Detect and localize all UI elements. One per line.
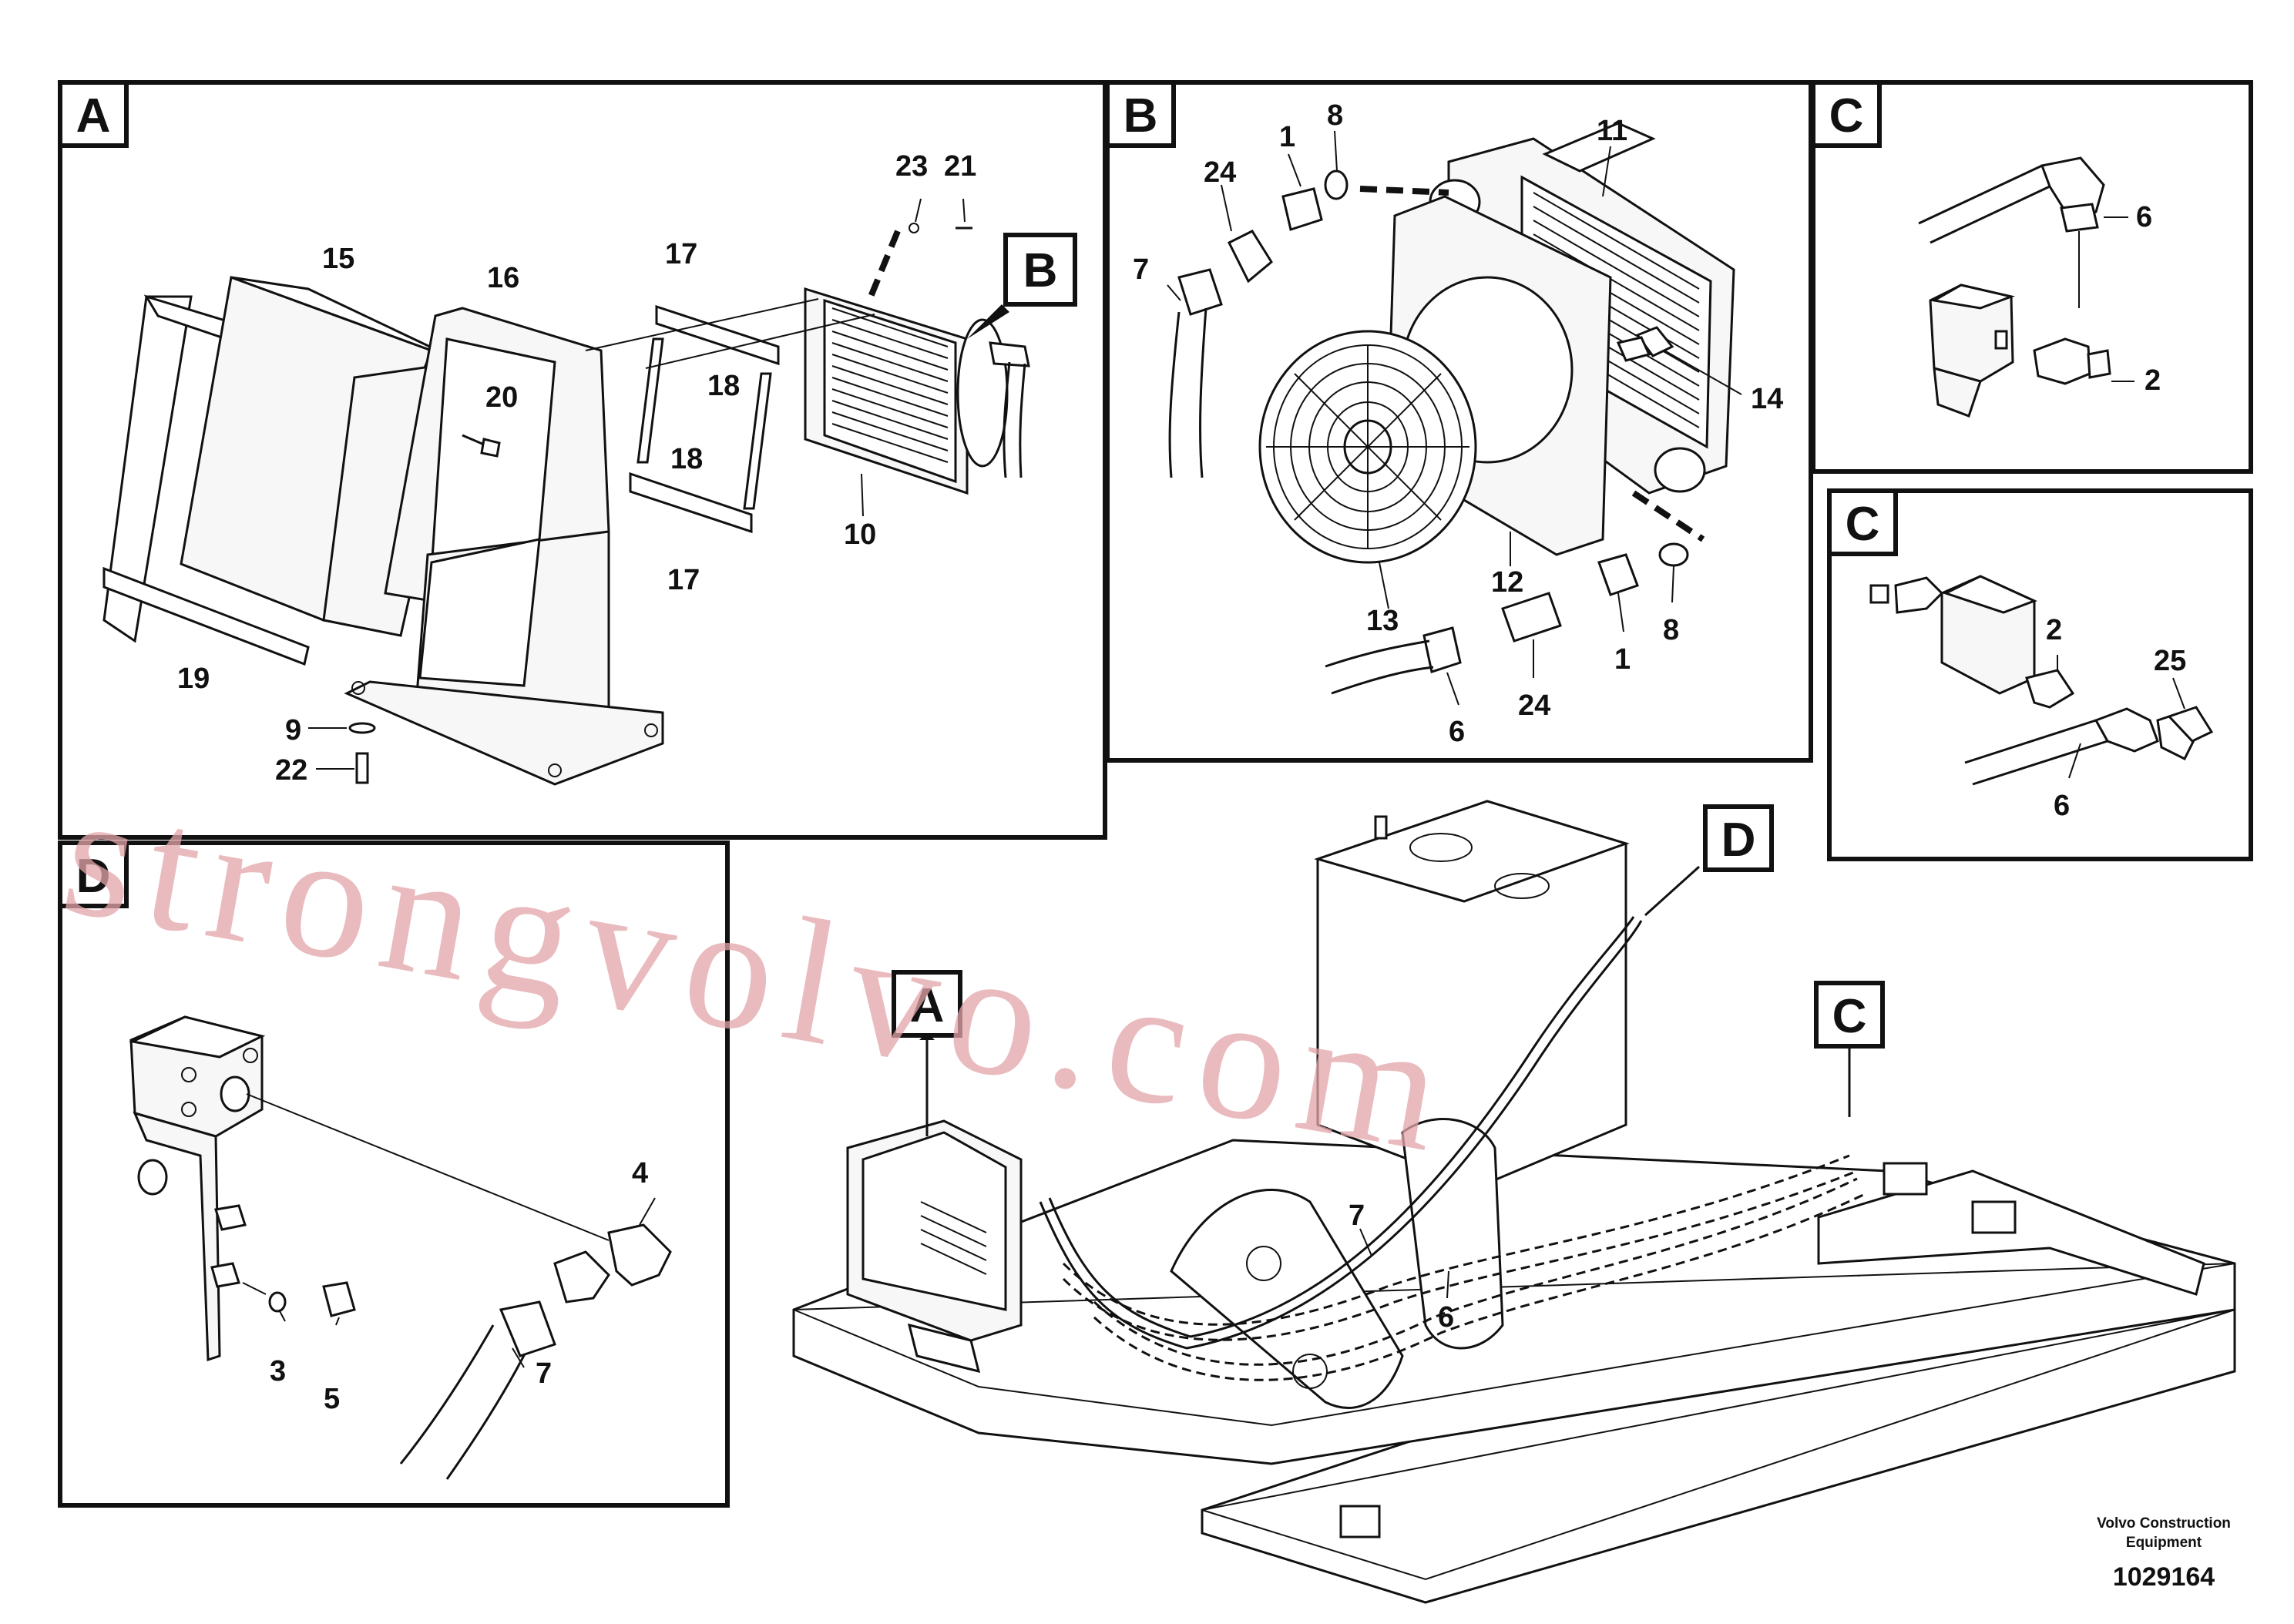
callout-21: 21: [944, 150, 976, 183]
overview-badge-d: D: [1644, 804, 1774, 917]
svg-text:C: C: [1829, 89, 1864, 143]
callout-23: 23: [895, 150, 928, 183]
callout-10: 10: [844, 518, 876, 551]
panel-d-drawing: [129, 1015, 672, 1480]
overview-badge-c: C: [1814, 981, 1885, 1117]
callout-3: 3: [270, 1355, 286, 1387]
callout-14: 14: [1751, 383, 1783, 415]
callout-11: 11: [1597, 115, 1627, 147]
callout-19: 19: [177, 663, 210, 695]
svg-text:C: C: [1832, 990, 1867, 1043]
document-number: 1029164: [2113, 1562, 2215, 1592]
panel-a-drawing: [102, 198, 1030, 786]
panel-c-bottom-frame: [1827, 488, 2253, 861]
footer-line-2: Equipment: [2126, 1535, 2202, 1551]
callout-2-c-bottom: 2: [2046, 614, 2062, 646]
callout-4: 4: [632, 1157, 648, 1189]
svg-text:A: A: [910, 979, 945, 1032]
svg-text:D: D: [1721, 814, 1756, 867]
panel-c-bottom-drawing: [1869, 575, 2214, 786]
watermark-text: strongvolvo.com: [51, 753, 1468, 1191]
panel-b-callout-labels: 1 8 11 24 7 14 13 12 1 8 24 6: [1133, 99, 1783, 748]
callout-7-overview: 7: [1349, 1200, 1365, 1232]
footer-line-1: Volvo Construction: [2097, 1515, 2231, 1532]
panel-c-bottom-callout-labels: 2 25 6: [2046, 614, 2186, 822]
svg-text:C: C: [1846, 498, 1880, 551]
svg-text:D: D: [76, 850, 111, 903]
panel-c-top-drawing: [1918, 156, 2134, 418]
panel-c-top-frame: [1811, 80, 2253, 474]
overview-callout-labels: 7 6: [1349, 1200, 1454, 1334]
callout-24-top: 24: [1204, 156, 1236, 189]
callout-8-top: 8: [1327, 99, 1343, 132]
callout-18-bottom: 18: [670, 443, 703, 475]
callout-6: 6: [1449, 716, 1465, 748]
panel-a-callout-labels: 15 16 17 17 18 18 19 20 21 23 10 9 22: [177, 150, 976, 787]
callout-17-bottom: 17: [667, 564, 700, 596]
panel-d-frame: [58, 841, 730, 1508]
overview-assembly-drawing: [792, 800, 2236, 1604]
panel-c-top-badge: C: [1811, 80, 1882, 148]
callout-20: 20: [485, 381, 518, 414]
callout-6-overview: 6: [1438, 1301, 1454, 1334]
panel-c-bottom-badge: C: [1827, 488, 1898, 556]
callout-6-c-bottom: 6: [2054, 790, 2070, 822]
callout-8-bottom: 8: [1663, 614, 1679, 646]
callout-17-top: 17: [665, 238, 697, 270]
panel-c-top-callout-labels: 6 2: [2136, 201, 2161, 397]
panel-a-badge: A: [58, 80, 129, 148]
svg-text:A: A: [76, 89, 111, 143]
callout-25: 25: [2154, 645, 2186, 677]
callout-1-top: 1: [1279, 121, 1295, 153]
panel-a-detail-b-badge: B: [967, 233, 1077, 339]
callout-22: 22: [275, 754, 307, 787]
panel-b-drawing: [1167, 122, 1742, 706]
svg-text:B: B: [1023, 244, 1058, 297]
callout-18-top: 18: [707, 370, 740, 402]
callout-9: 9: [285, 714, 301, 747]
callout-1-bottom: 1: [1614, 643, 1631, 676]
callout-12: 12: [1491, 566, 1523, 599]
callout-2-c-top: 2: [2145, 364, 2161, 397]
leader-10: [861, 473, 864, 517]
panel-b-badge: B: [1105, 80, 1176, 148]
footer: Volvo Construction Equipment 1029164: [2097, 1515, 2231, 1592]
callout-24-bottom: 24: [1518, 690, 1550, 722]
callout-7: 7: [1133, 253, 1149, 286]
callout-6-c-top: 6: [2136, 201, 2152, 233]
callout-15: 15: [322, 243, 354, 275]
svg-text:B: B: [1123, 89, 1158, 143]
callout-16: 16: [487, 262, 519, 294]
callout-7-d: 7: [536, 1357, 552, 1390]
panel-d-callout-labels: 4 3 5 7: [270, 1157, 648, 1415]
panel-d-badge: D: [58, 841, 129, 908]
callout-13: 13: [1366, 605, 1399, 637]
callout-5: 5: [324, 1383, 340, 1415]
overview-badge-a: A: [892, 970, 962, 1136]
